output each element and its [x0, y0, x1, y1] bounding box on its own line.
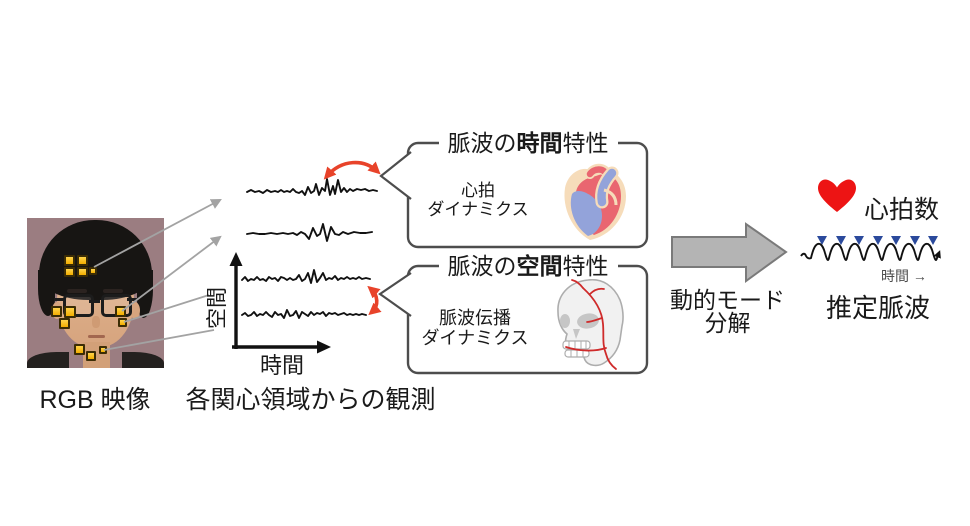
spatial-box-title: 脈波の空間特性	[408, 253, 648, 279]
roi-marker	[64, 306, 76, 318]
temporal-box-body: 心拍 ダイナミクス	[398, 181, 558, 219]
trace-3	[241, 269, 371, 284]
roi-marker	[89, 267, 97, 275]
roi-marker	[99, 346, 107, 354]
heart-rate-label: 心拍数	[864, 196, 940, 224]
axes	[229, 252, 331, 354]
spatial-title-suffix: 特性	[562, 253, 609, 279]
roi-marker	[77, 267, 88, 277]
estimated-pulse-wave	[800, 236, 941, 261]
caption-observations: 各関心領域からの観測	[185, 386, 436, 414]
roi-marker	[74, 344, 85, 355]
y-axis-label: 空間	[206, 287, 229, 329]
roi-marker	[77, 255, 88, 266]
eye-socket	[577, 313, 599, 329]
eyebrow-left	[67, 289, 87, 293]
lower-teeth	[564, 349, 590, 358]
dmd-line1: 動的モード	[670, 287, 785, 313]
glasses-arm-right	[127, 298, 137, 301]
spatial-title-emphasis: 空間	[516, 253, 563, 279]
shoulder-right	[122, 352, 164, 368]
temporal-title-prefix: 脈波の	[447, 130, 517, 156]
temporal-body-line1: 心拍	[461, 181, 495, 200]
glasses-arm-left	[54, 298, 64, 301]
caption-rgb-video: RGB 映像	[39, 386, 151, 414]
x-axis-label: 時間	[259, 353, 304, 378]
face-photo	[27, 218, 164, 368]
eye-socket	[560, 314, 570, 328]
roi-marker	[59, 318, 70, 329]
temporal-title-emphasis: 時間	[516, 130, 563, 156]
hair-side-left	[38, 270, 55, 316]
nasal-aperture	[573, 329, 580, 339]
nose	[92, 316, 100, 328]
roi-marker	[118, 318, 127, 327]
eyebrow-right	[103, 289, 123, 293]
spatial-box-body: 脈波伝播 ダイナミクス	[395, 308, 555, 348]
temporal-body-line2: ダイナミクス	[427, 200, 529, 219]
pulse-peak-markers	[817, 236, 938, 245]
arteries	[565, 279, 617, 370]
trace-1	[246, 178, 378, 196]
heart-anatomy-icon	[564, 163, 626, 240]
trace-4	[241, 309, 367, 319]
roi-marker	[86, 351, 96, 361]
temporal-span-arrow	[323, 160, 381, 180]
mouth	[88, 335, 105, 338]
pulse-time-axis-label: 時間 →	[881, 268, 927, 284]
spatial-title-prefix: 脈波の	[447, 253, 517, 279]
y-axis-arrowhead	[229, 252, 243, 266]
temporal-title-suffix: 特性	[562, 130, 609, 156]
dmd-arrow	[671, 222, 788, 283]
spatial-span-arrow	[367, 285, 382, 316]
roi-marker	[51, 306, 62, 317]
upper-teeth	[562, 340, 591, 350]
dmd-label: 動的モード 分解	[655, 289, 800, 335]
dmd-line2: 分解	[704, 310, 751, 336]
pulse-waveform	[800, 242, 941, 261]
roi-marker	[115, 306, 126, 317]
glasses-bridge	[89, 300, 100, 303]
heart-icon	[818, 179, 856, 212]
shoulder-left	[27, 352, 69, 368]
spatial-body-line1: 脈波伝播	[439, 308, 511, 328]
signal-traces	[241, 178, 378, 319]
temporal-box-title: 脈波の時間特性	[408, 130, 648, 156]
roi-marker	[64, 267, 75, 277]
trace-2	[246, 223, 373, 242]
x-axis-arrowhead	[317, 340, 331, 354]
skull-icon	[557, 278, 624, 370]
spatial-body-line2: ダイナミクス	[421, 328, 529, 348]
estimated-pulse-label: 推定脈波	[825, 293, 930, 323]
roi-marker	[64, 255, 75, 266]
hair	[39, 220, 152, 300]
